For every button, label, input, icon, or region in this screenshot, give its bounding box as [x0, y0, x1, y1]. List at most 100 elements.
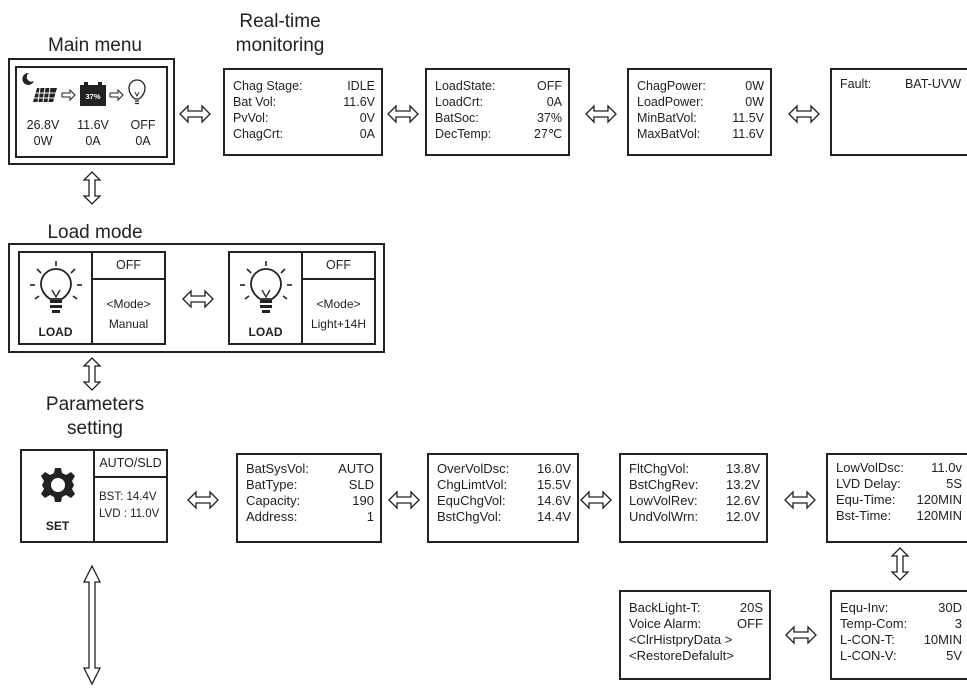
monitor-value: 0V — [359, 111, 375, 125]
param-row: LowVolRev:12.6V — [629, 493, 760, 509]
pv-power: 0W — [33, 134, 53, 148]
battery-percent: 37% — [85, 92, 100, 101]
bidirectional-arrow-icon — [580, 491, 612, 509]
param-value: 30D — [938, 600, 962, 615]
monitor-label: LoadCrt: — [435, 95, 483, 109]
monitor-label: PvVol: — [233, 111, 269, 125]
moon-icon — [22, 72, 34, 85]
monitor-row: ChagPower:0W — [637, 78, 764, 94]
realtime-monitoring-title-line1: Real-time — [239, 11, 321, 32]
param-label: ChgLimtVol: — [437, 477, 508, 492]
monitor-value: OFF — [537, 79, 562, 93]
light-bulb-icon — [128, 79, 146, 105]
param-value: 15.5V — [537, 477, 571, 492]
param-value: SLD — [348, 477, 374, 492]
param-row: BstChgRev:13.2V — [629, 477, 760, 493]
monitor-label: MaxBatVol: — [637, 127, 701, 141]
battery-icon: 37% — [80, 82, 106, 106]
set-icon-label: SET — [45, 519, 70, 533]
main-menu-screen[interactable]: 37% 26.8V 0W 11.6V 0A OFF 0A — [15, 66, 168, 158]
param-row: Capacity:190 — [246, 493, 374, 509]
param-value: 12.0V — [726, 509, 760, 524]
param-row: Temp-Com:3 — [840, 616, 962, 632]
load-icon-label: LOAD — [38, 325, 73, 339]
param-row: FltChgVol:13.8V — [629, 461, 760, 477]
bidirectional-arrow-icon — [388, 491, 420, 509]
flow-arrow-icon — [109, 88, 124, 102]
monitor-row: MaxBatVol: 11.6V — [637, 126, 764, 142]
battery-current: 0A — [85, 134, 101, 148]
monitor-value: 27℃ — [534, 127, 562, 141]
param-value: OFF — [737, 616, 763, 631]
param-value: 120MIN — [916, 492, 962, 507]
monitor-value: 0A — [359, 127, 375, 141]
main-menu-icons: 37% — [22, 72, 146, 106]
bidirectional-arrow-icon — [82, 564, 102, 686]
realtime-monitoring-title-line2: monitoring — [235, 35, 325, 56]
monitor-row: LoadCrt:0A — [435, 94, 562, 110]
monitor-row: Bat Vol:11.6V — [233, 94, 375, 110]
param-value: 20S — [739, 600, 763, 615]
param-value: AUTO — [338, 461, 374, 476]
bidirectional-arrow-icon — [785, 626, 817, 644]
param-label: Capacity: — [246, 493, 301, 508]
param-row: <RestoreDefalult> — [629, 648, 763, 664]
param-row: ChgLimtVol: 15.5V — [437, 477, 571, 493]
parameters-title-line1: Parameters — [45, 394, 145, 415]
monitor-label: DecTemp: — [435, 127, 492, 141]
load-screen-light[interactable]: LOAD OFF <Mode> Light+14H — [228, 251, 376, 345]
param-value: 14.6V — [537, 493, 571, 508]
monitor-value: 11.5V — [732, 111, 764, 125]
param-row: <ClrHistpryData > — [629, 632, 763, 648]
param-row: Equ-Time:120MIN — [836, 492, 962, 508]
bst-voltage: BST: 14.4V — [99, 491, 157, 503]
param-label: Equ-Inv: — [840, 600, 889, 615]
main-menu-col-battery: 11.6V 0A — [71, 117, 115, 149]
monitor-label: Bat Vol: — [233, 95, 277, 109]
param-value: 120MIN — [916, 508, 962, 523]
param-value: 16.0V — [537, 461, 571, 476]
load-state: OFF — [130, 118, 156, 132]
load-current: 0A — [135, 134, 151, 148]
param-value: 3 — [954, 616, 962, 631]
monitor-screen-4[interactable]: Fault:BAT-UVW — [830, 68, 967, 156]
param-label: LVD Delay: — [836, 476, 901, 491]
param-label: Address: — [246, 509, 298, 524]
monitor-label: ChagCrt: — [233, 127, 284, 141]
load-screen-manual[interactable]: LOAD OFF <Mode> Manual — [18, 251, 166, 345]
bidirectional-arrow-icon — [182, 290, 214, 308]
bidirectional-arrow-icon — [387, 105, 419, 123]
lvd-voltage: LVD : 11.0V — [99, 508, 160, 520]
param-label: BatSysVol: — [246, 461, 309, 476]
bidirectional-arrow-icon — [83, 357, 101, 391]
load-state: OFF — [326, 258, 351, 272]
monitor-label: LoadPower: — [637, 95, 704, 109]
set-screen[interactable]: SET AUTO/SLD BST: 14.4V LVD : 11.0V — [20, 449, 168, 543]
param-label: L-CON-T: — [840, 632, 895, 647]
pv-voltage: 26.8V — [26, 118, 60, 132]
main-menu-col-pv: 26.8V 0W — [21, 117, 65, 149]
battery-type: AUTO/SLD — [99, 456, 162, 470]
param-label: BatType: — [246, 477, 298, 492]
monitor-label: ChagPower: — [637, 79, 706, 93]
param-row: Address:1 — [246, 509, 374, 525]
monitor-value: IDLE — [347, 79, 375, 93]
monitor-row: Fault:BAT-UVW — [840, 76, 961, 92]
param-row: Voice Alarm:OFF — [629, 616, 763, 632]
param-label: LowVolRev: — [629, 493, 698, 508]
monitor-label: MinBatVol: — [637, 111, 697, 125]
mode-value: Light+14H — [310, 317, 367, 331]
monitor-value: 11.6V — [732, 127, 764, 141]
bidirectional-arrow-icon — [83, 171, 101, 205]
param-row: UndVolWrn:12.0V — [629, 509, 760, 525]
